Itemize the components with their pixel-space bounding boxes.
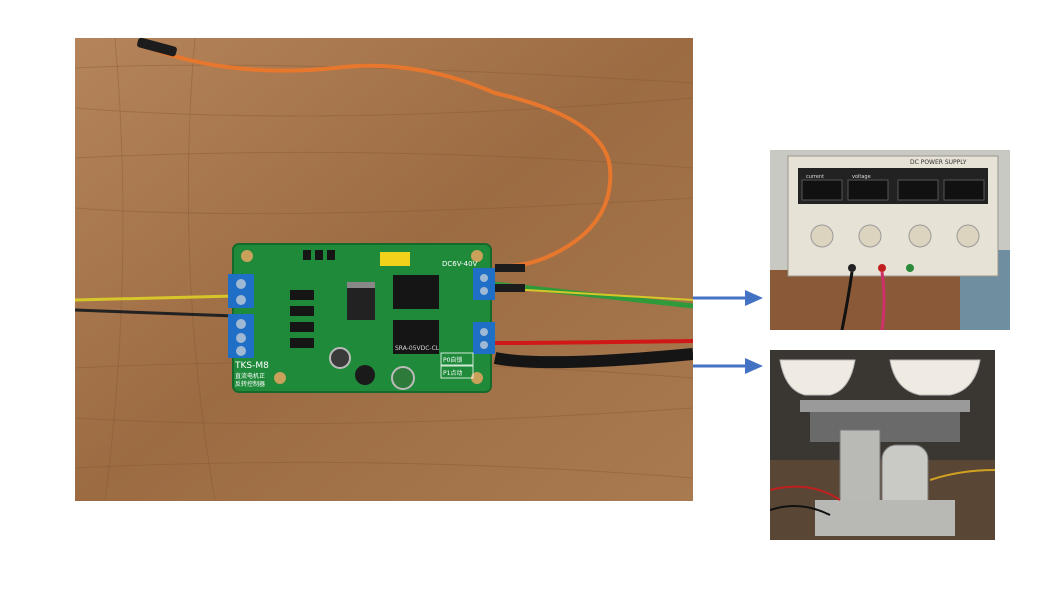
red-wire [494,339,693,345]
main-board-photo: SRA-05VDC-CL TKS-M8 直流电机正 反转控制器 DC6V-40V… [75,38,693,501]
board-model-label: TKS-M8 [234,361,269,371]
display-label-voltage: voltage [852,174,871,180]
electrolytic-capacitor-1 [329,347,351,369]
knob-2 [858,224,882,248]
black-connector-plug [137,38,177,57]
mode-label-p0: P0自锁 [443,356,462,364]
board-title-line1: 直流电机正 [235,372,265,380]
power-supply-panel-label: DC POWER SUPPLY [910,159,967,166]
red-lead [880,271,886,330]
display-1 [801,179,843,201]
inductor [355,365,375,385]
arrow-to-motor [693,356,765,376]
yellow-wire-left [75,294,236,302]
black-wire-left [75,308,236,318]
relay-2 [393,320,439,354]
knob-3 [908,224,932,248]
display-2 [847,179,889,201]
voltage-label: DC6V-40V [442,260,478,268]
base-plate [815,500,955,536]
arrow-to-power-supply [693,288,765,308]
mode-label-p1: P1点动 [443,369,462,377]
orange-wire [154,48,613,268]
board-title-line2: 反转控制器 [235,380,265,388]
black-lead [840,271,854,330]
regulator-chip [347,286,375,320]
electrolytic-capacitor-2 [391,366,415,390]
knob-1 [810,224,834,248]
suction-cup-left [779,359,856,396]
relay-marking: SRA-05VDC-CL [395,345,440,352]
display-4 [943,179,985,201]
motor-actuator-photo [770,350,995,540]
relay-1 [393,275,439,309]
terminal-block-right-top [473,268,495,300]
suction-cup-right [889,359,981,396]
black-cable [493,348,693,369]
linear-actuator [839,429,881,511]
power-supply-photo: DC POWER SUPPLY current voltage [770,150,1010,330]
knob-4 [956,224,980,248]
display-3 [897,179,939,201]
yellow-capacitor [380,252,410,266]
display-label-current: current [806,174,824,180]
terminal-block-right-bottom [473,322,495,354]
